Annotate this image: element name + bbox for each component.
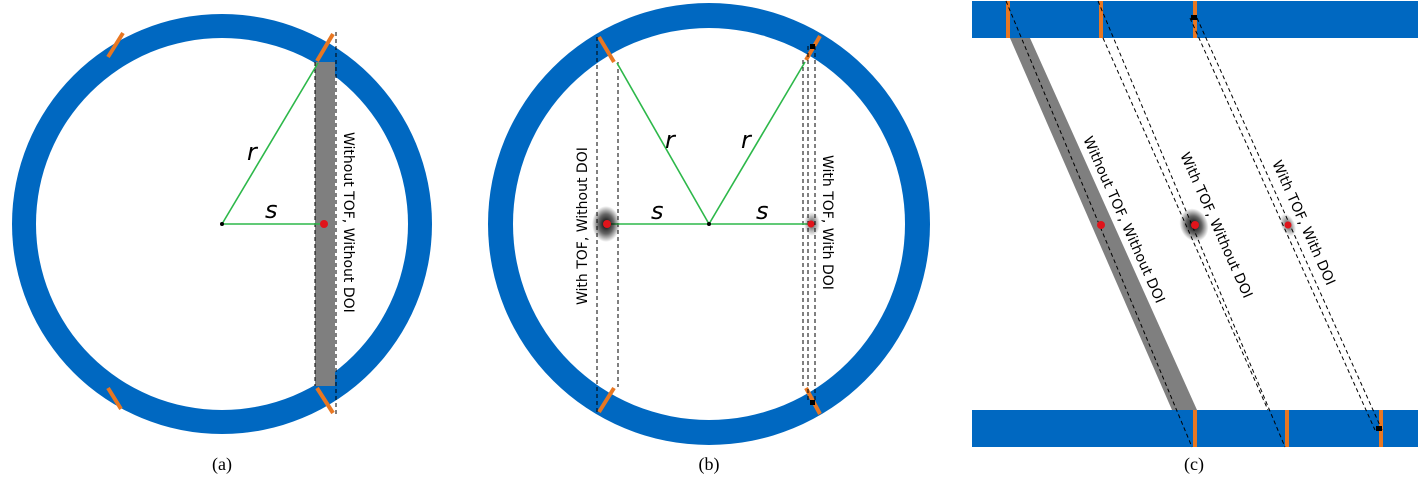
doi-marker-bottom: [810, 400, 815, 405]
panel-b: r r s s With TOF, Without DOI With TOF, …: [488, 3, 930, 475]
event-point-a: [320, 220, 328, 228]
panel-a: r s Without TOF, Without DOI (a): [12, 14, 432, 475]
caption-b: (b): [699, 454, 720, 475]
event-point-c-2: [1191, 221, 1199, 229]
center-point-b: [707, 222, 711, 226]
event-point-c-1: [1097, 221, 1105, 229]
left-label-b: With TOF, Without DOI: [575, 147, 591, 305]
radius-label-b-left: r: [665, 126, 677, 154]
distance-label-a: s: [265, 196, 278, 224]
caption-a: (a): [212, 454, 232, 475]
doi-marker-c-bottom: [1376, 426, 1382, 431]
center-point-a: [220, 222, 224, 226]
radius-label-b-right: r: [741, 126, 753, 154]
geometry-lines-a: [221, 62, 322, 225]
doi-marker-top: [810, 44, 815, 49]
event-point-c-3: [1284, 221, 1292, 229]
panel-c: Without TOF, Without DOI With TOF, Witho…: [972, 0, 1418, 475]
distance-label-b-left: s: [651, 197, 664, 225]
caption-c: (c): [1184, 454, 1204, 475]
crystal-gaps-a: [106, 31, 335, 415]
radius-label-a: r: [247, 138, 259, 166]
tube-label-a: Without TOF, Without DOI: [340, 132, 356, 313]
tube-label-c-3: With TOF, With DOI: [1268, 158, 1338, 288]
doi-marker-c-top: [1191, 15, 1197, 20]
distance-label-b-right: s: [756, 197, 769, 225]
right-label-b: With TOF, With DOI: [819, 155, 835, 290]
event-point-b-right: [807, 220, 815, 228]
event-point-b-left: [603, 220, 611, 228]
